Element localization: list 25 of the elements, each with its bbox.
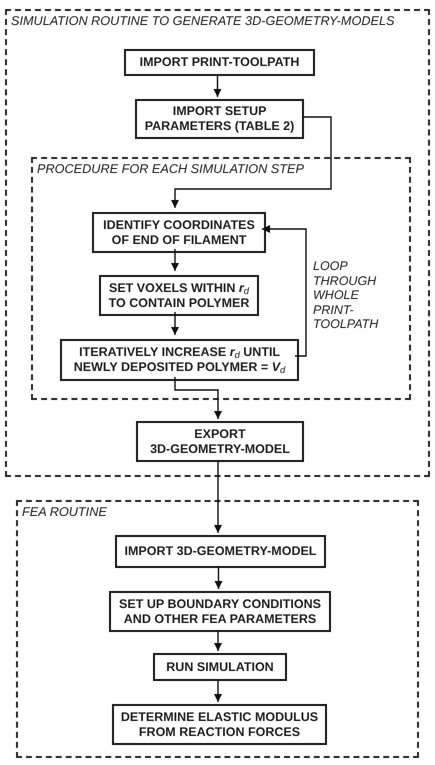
flow-arrow: [171, 249, 179, 271]
dashed-group-frame: [5, 9, 430, 477]
process-box: SET VOXELS WITHIN r$_{d}$ TO CONTAIN POLYMER: [99, 275, 259, 316]
process-box: IMPORT 3D-GEOMETRY-MODEL: [115, 535, 326, 568]
group-heading: FEA ROUTINE: [22, 505, 107, 520]
process-box: ITERATIVELY INCREASE r$_{d}$ UNTIL NEWLY DEPOSITED POLYMER = V$_{d}$: [60, 339, 299, 381]
flow-arrow: [174, 377, 222, 419]
group-heading: SIMULATION ROUTINE TO GENERATE 3D-GEOMETRY-MODELS: [11, 14, 394, 29]
process-box: IMPORT SETUP PARAMETERS (TABLE 2): [135, 99, 304, 139]
flow-arrow: [214, 460, 222, 533]
flow-arrow: [214, 630, 222, 651]
flow-arrow: [171, 312, 179, 335]
flow-arrow: [214, 679, 222, 702]
process-box: DETERMINE ELASTIC MODULUS FROM REACTION FORCES: [112, 704, 327, 745]
dashed-group-frame: [16, 500, 419, 758]
process-box: SET UP BOUNDARY CONDITIONS AND OTHER FEA PARAMETERS: [109, 591, 331, 632]
group-heading: PROCEDURE FOR EACH SIMULATION STEP: [37, 162, 304, 177]
process-box: RUN SIMULATION: [153, 653, 287, 681]
process-box: IMPORT PRINT-TOOLPATH: [124, 49, 315, 76]
flow-arrow: [171, 116, 332, 208]
process-box: IDENTIFY COORDINATES OF END OF FILAMENT: [92, 212, 266, 253]
flow-arrow: [214, 74, 222, 97]
process-box: EXPORT 3D-GEOMETRY-MODEL: [136, 421, 304, 462]
flow-arrow: [262, 225, 307, 357]
flow-arrow: [214, 566, 222, 589]
